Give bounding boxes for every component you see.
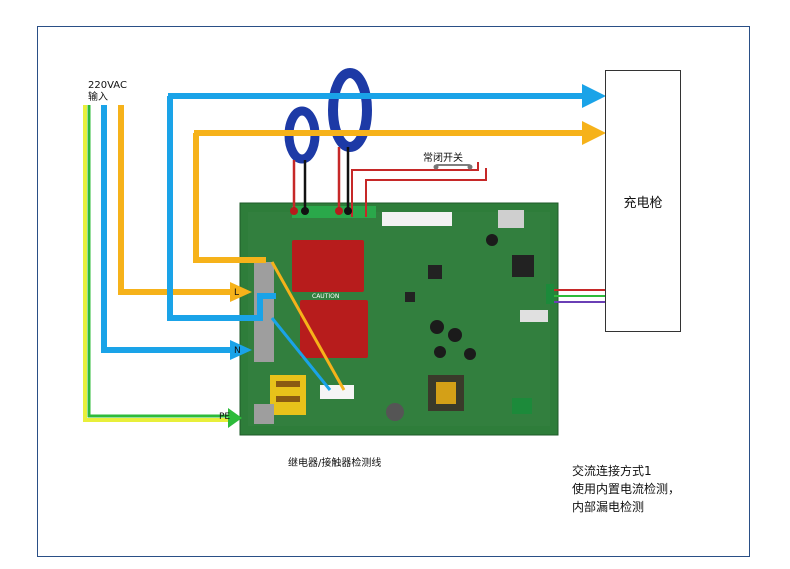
terminal-block-top bbox=[292, 206, 376, 218]
pe-wire bbox=[83, 105, 242, 428]
input-label: 220VAC 输入 bbox=[88, 80, 127, 104]
note-line-3: 内部漏电检测 bbox=[572, 500, 645, 514]
board-caution-text: CAUTION bbox=[312, 293, 339, 300]
charging-gun-box: 充电枪 bbox=[605, 70, 681, 332]
terminal-label-N: N bbox=[234, 346, 241, 356]
connection-note: 交流连接方式1 使用内置电流检测， 内部漏电检测 bbox=[572, 462, 680, 516]
charging-gun-label: 充电枪 bbox=[623, 195, 663, 211]
ct-leads bbox=[290, 147, 352, 215]
mcu-chip bbox=[512, 255, 534, 277]
terminal-label-L: L bbox=[234, 288, 239, 298]
nc-switch-label: 常闭开关 bbox=[423, 153, 463, 164]
input-voltage: 220VAC bbox=[88, 80, 127, 91]
nc-switch bbox=[351, 162, 487, 217]
ct-rings bbox=[284, 68, 372, 164]
output-wires bbox=[167, 84, 606, 321]
signal-lines bbox=[554, 289, 605, 303]
note-line-2: 使用内置电流检测， bbox=[572, 482, 681, 496]
note-line-1: 交流连接方式1 bbox=[572, 464, 652, 478]
ct-ring-right bbox=[328, 68, 372, 152]
relay-1 bbox=[292, 240, 364, 292]
input-text: 输入 bbox=[88, 92, 108, 103]
input-wires bbox=[101, 105, 252, 360]
relay-detection-caption: 继电器/接触器检测线 bbox=[288, 458, 382, 469]
terminal-label-PE: PE bbox=[219, 412, 230, 422]
relay-detection-lines bbox=[270, 261, 346, 391]
terminal-block-left bbox=[254, 262, 274, 362]
diagram-frame bbox=[37, 26, 750, 557]
pcb-board: CAUTION bbox=[239, 202, 559, 436]
